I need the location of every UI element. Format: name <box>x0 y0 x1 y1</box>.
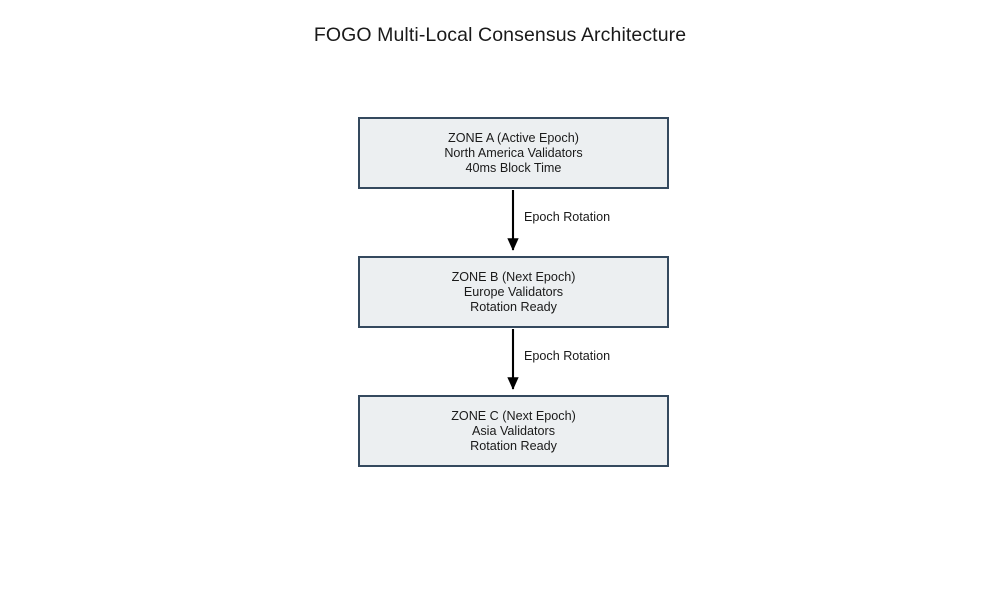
edge-label-zone-b-to-zone-c: Epoch Rotation <box>524 349 611 363</box>
node-zone-c-line-2: Asia Validators <box>471 423 556 438</box>
node-zone-a-line-2: North America Validators <box>444 145 583 160</box>
node-zone-c-line-1: ZONE C (Next Epoch) <box>451 408 576 423</box>
node-zone-b-line-2: Europe Validators <box>463 284 564 299</box>
node-zone-c-line-3: Rotation Ready <box>470 438 557 453</box>
node-zone-b[interactable]: ZONE B (Next Epoch) Europe Validators Ro… <box>358 256 669 328</box>
node-zone-a-line-1: ZONE A (Active Epoch) <box>448 130 579 145</box>
node-zone-b-line-3: Rotation Ready <box>470 299 557 314</box>
page-title: FOGO Multi-Local Consensus Architecture <box>313 24 687 46</box>
node-zone-c[interactable]: ZONE C (Next Epoch) Asia Validators Rota… <box>358 395 669 467</box>
node-zone-b-line-1: ZONE B (Next Epoch) <box>451 269 576 284</box>
node-zone-a[interactable]: ZONE A (Active Epoch) North America Vali… <box>358 117 669 189</box>
node-zone-a-line-3: 40ms Block Time <box>465 160 562 175</box>
edge-label-zone-a-to-zone-b: Epoch Rotation <box>524 210 611 224</box>
